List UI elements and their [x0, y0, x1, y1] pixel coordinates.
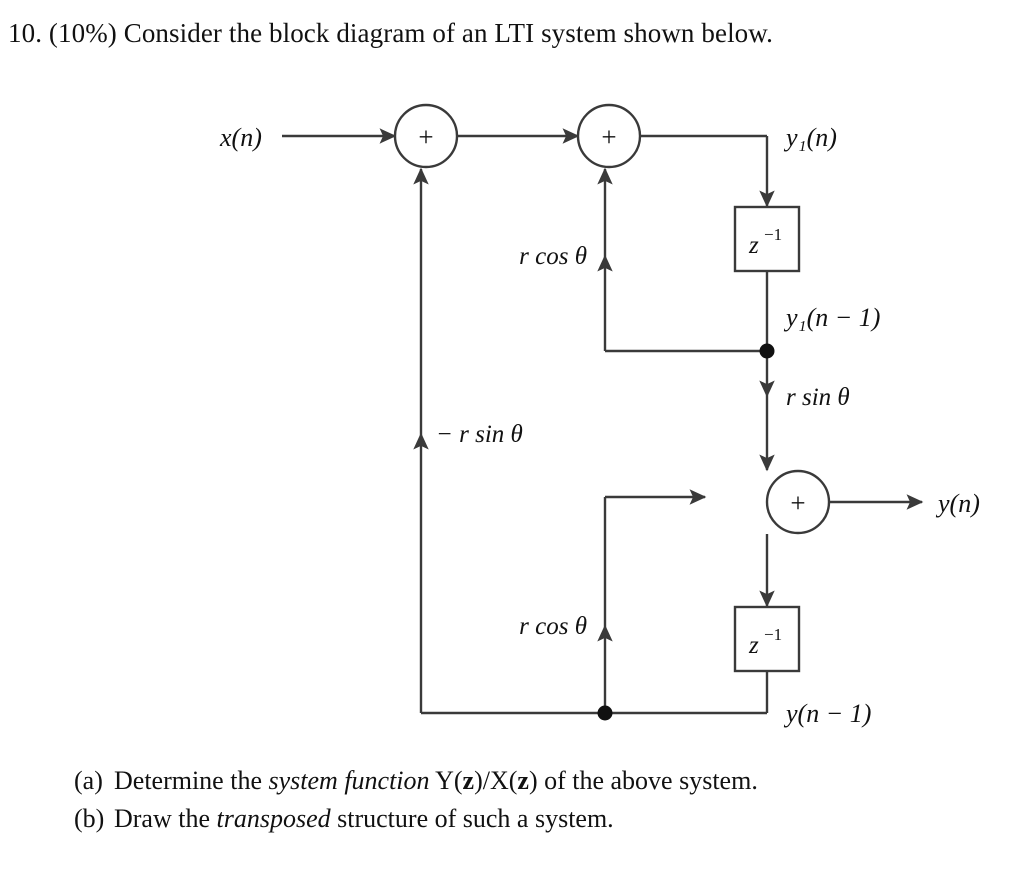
subpart-a-var1: z — [462, 766, 475, 795]
subpart-b-marker: (b) — [74, 804, 105, 833]
adder-2 — [576, 103, 642, 169]
input-label: x(n) — [219, 123, 262, 152]
subpart-a-text-slash: )/X( — [474, 766, 518, 795]
delay-2-base: z — [748, 632, 759, 659]
subpart-a-text-after: ) of the above system. — [528, 766, 758, 795]
adder-3-plus: + — [790, 488, 805, 518]
gain-rcos-bottom-label: r cos θ — [519, 613, 587, 640]
delay-1-exponent: −1 — [764, 225, 782, 244]
delay-block-1 — [733, 205, 801, 273]
subpart-a-var2: z — [517, 766, 529, 795]
lti-block-diagram-svg: + + + z −1 z −1 x(n) y₁(n) y₁(n − 1) y(n… — [219, 103, 980, 728]
subparts-list: (a)Determine the system function Y(z)/X(… — [74, 762, 1014, 838]
subpart-a-text-before: Determine the — [114, 766, 269, 795]
gain-rcos-top-label: r cos θ — [519, 243, 587, 270]
subpart-b-text-after: structure of such a system. — [330, 804, 614, 833]
junction-dot-y-delayed — [597, 705, 613, 721]
adder-1-plus: + — [418, 122, 433, 152]
delayed-output-label: y(n − 1) — [783, 699, 871, 728]
delay-2-exponent: −1 — [764, 625, 782, 644]
adder-3 — [765, 469, 831, 535]
adder-2-plus: + — [601, 122, 616, 152]
subpart-b-text-before: Draw the — [114, 804, 217, 833]
intermediate-output-label: y₁(n) — [783, 123, 837, 152]
delayed-intermediate-label: y₁(n − 1) — [783, 303, 880, 332]
subpart-a: (a)Determine the system function Y(z)/X(… — [74, 762, 1014, 800]
gain-rsin-label: r sin θ — [786, 384, 850, 411]
subpart-b: (b) Draw the transposed structure of such… — [74, 800, 1014, 838]
subpart-a-emphasis: system function — [268, 766, 430, 795]
problem-prompt: 10. (10%) Consider the block diagram of … — [8, 18, 773, 48]
subpart-a-marker: (a) — [74, 766, 103, 795]
final-output-label: y(n) — [935, 489, 980, 518]
subpart-b-emphasis: transposed — [216, 804, 331, 833]
delay-block-1-label: z −1 — [748, 225, 782, 259]
adder-1 — [393, 103, 459, 169]
delay-block-2-label: z −1 — [748, 625, 782, 659]
subpart-a-text-middle: Y( — [429, 766, 463, 795]
figure-container: + + + z −1 z −1 x(n) y₁(n) y₁(n − 1) y(n… — [0, 66, 1024, 746]
gain-neg-rsin-label: − r sin θ — [436, 421, 523, 448]
delay-block-2 — [733, 605, 801, 673]
input-label-text: x(n) — [219, 123, 262, 152]
delay-1-base: z — [748, 232, 759, 259]
junction-dot-y1-delayed — [759, 343, 775, 359]
